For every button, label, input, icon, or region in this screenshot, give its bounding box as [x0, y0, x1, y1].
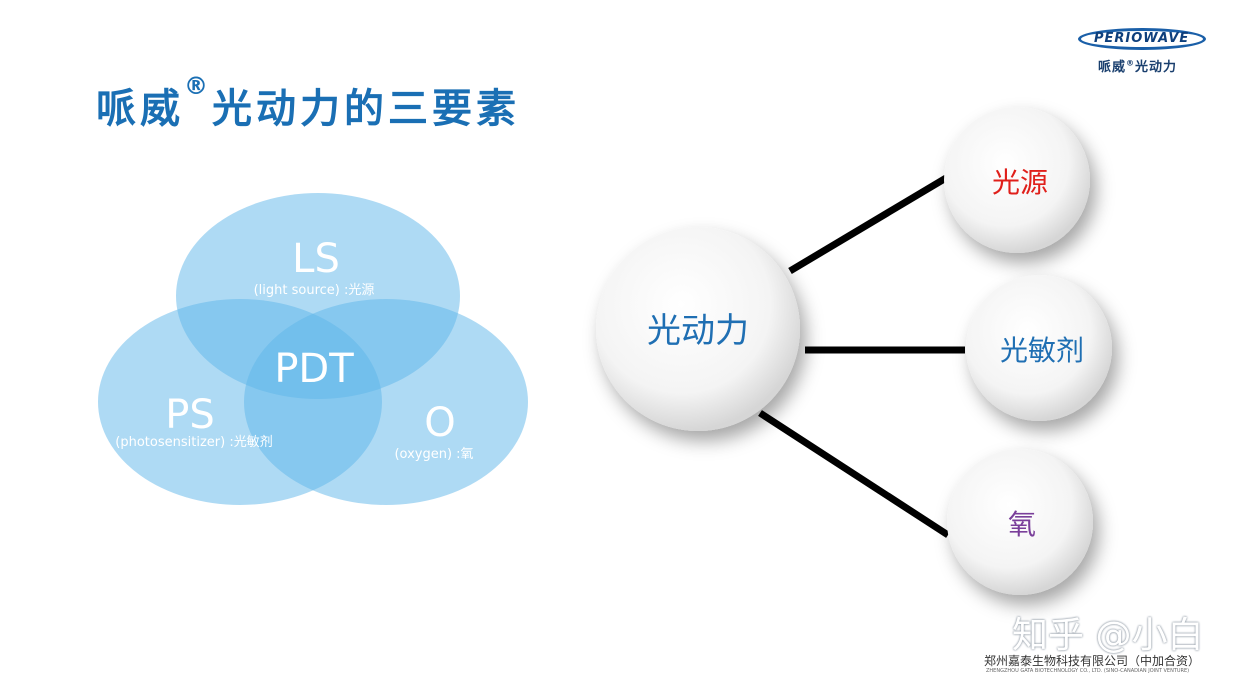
company-name-english: ZHENGZHOU GATA BIOTECHNOLOGY CO., LTD. (…: [986, 668, 1190, 674]
venn-diagram: LS (light source) :光源 PDT PS (photosensi…: [98, 193, 528, 505]
branch-label-photosensitizer: 光敏剂: [1000, 334, 1084, 367]
branch-label-oxygen: 氧: [1008, 508, 1036, 541]
logo-brand: PERIOWAVE: [1094, 31, 1190, 46]
o-description: (oxygen) :氧: [394, 447, 473, 462]
branch-node-oxygen: [947, 449, 1093, 595]
ps-label: PS: [165, 392, 215, 438]
company-name: 郑州嘉泰生物科技有限公司（中加合资）: [984, 654, 1201, 668]
connector-light-source: [788, 174, 948, 275]
logo-oval: [1078, 28, 1206, 50]
root-label: 光动力: [647, 311, 749, 351]
branch-label-light-source: 光源: [992, 166, 1048, 199]
pdt-label: PDT: [274, 346, 354, 392]
venn-circle-ls: [176, 193, 460, 399]
periowave-logo: PERIOWAVE 哌威®光动力: [1076, 24, 1214, 75]
ls-description: (light source) :光源: [254, 283, 375, 298]
ls-label: LS: [292, 236, 340, 282]
connector-oxygen: [758, 410, 950, 538]
ps-description: (photosensitizer) :光敏剂: [115, 435, 272, 450]
registered-mark: ®: [184, 72, 212, 100]
root-node: [596, 227, 800, 431]
o-label: O: [424, 400, 455, 446]
branch-node-light-source: [944, 107, 1090, 253]
logo-subtitle: 哌威®光动力: [1098, 58, 1178, 75]
branch-node-photosensitizer: [966, 275, 1112, 421]
zhihu-watermark: 知乎 @小白: [1012, 615, 1204, 656]
tree-nodes: 光动力 光源 光敏剂 氧: [596, 107, 1112, 595]
tree-connectors: [758, 174, 965, 538]
page-title: 哌威®光动力的三要素: [96, 72, 520, 132]
